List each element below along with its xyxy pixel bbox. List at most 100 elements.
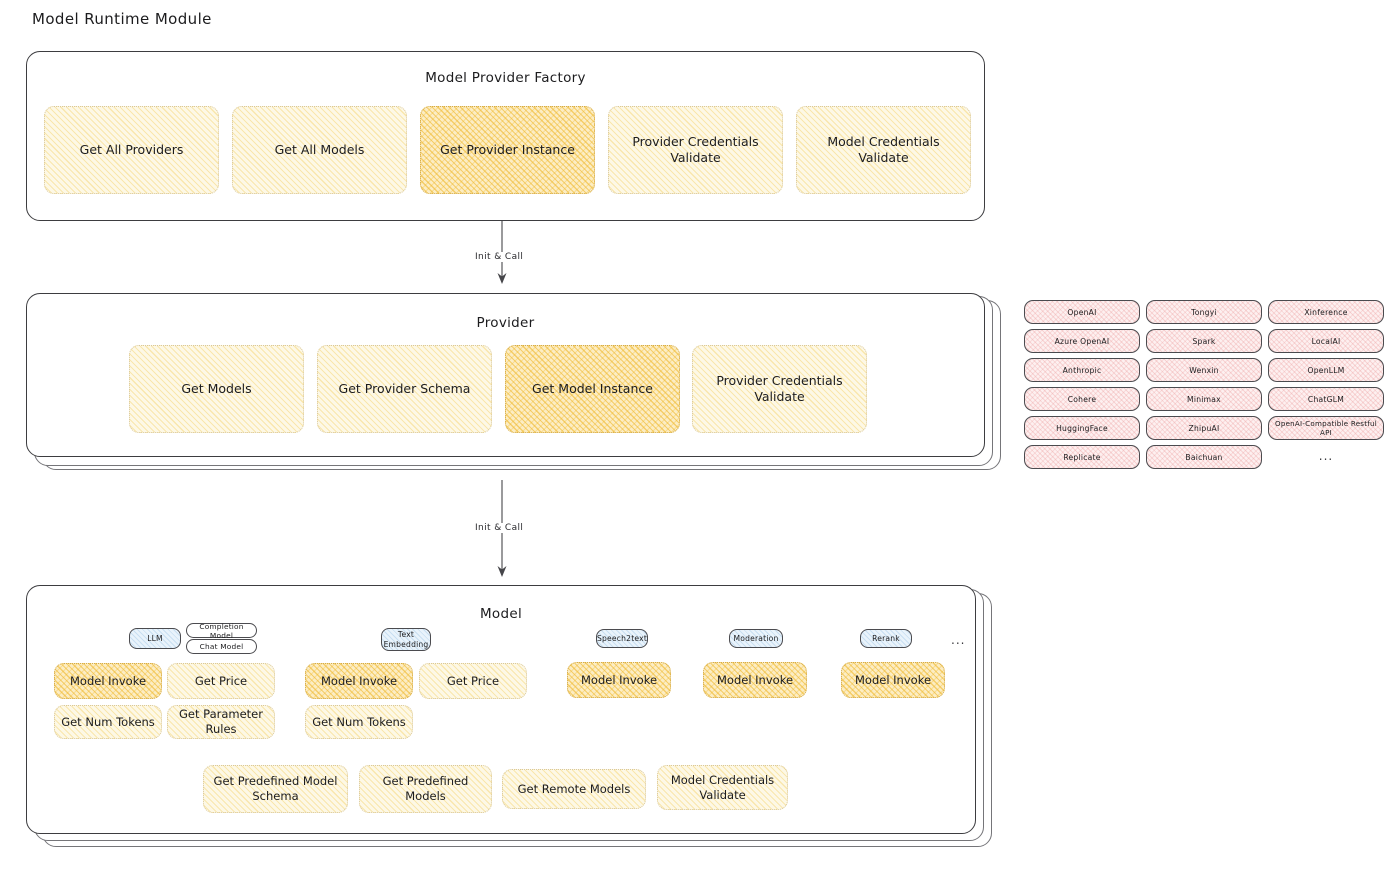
- provider-pill-replicate[interactable]: Replicate: [1024, 445, 1140, 469]
- provider-pill-cohere[interactable]: Cohere: [1024, 387, 1140, 411]
- pill-label: OpenAI-Compatible Restful API: [1274, 419, 1377, 437]
- provider-pill-huggingface[interactable]: HuggingFace: [1024, 416, 1140, 440]
- node-label: Get Remote Models: [517, 781, 631, 796]
- provider-node-get-models[interactable]: Get Models: [129, 345, 304, 433]
- factory-node-get-provider-instance[interactable]: Get Provider Instance: [420, 106, 595, 194]
- badge-label: Moderation: [733, 633, 779, 643]
- node-label: Get Num Tokens: [312, 714, 406, 729]
- provider-node-get-model-instance[interactable]: Get Model Instance: [505, 345, 680, 433]
- node-label: Model Invoke: [716, 672, 794, 687]
- provider-pill-localai[interactable]: LocalAI: [1268, 329, 1384, 353]
- pill-label: Cohere: [1067, 394, 1097, 404]
- text-embedding-node-get-price[interactable]: Get Price: [419, 663, 527, 699]
- provider-list: OpenAI Azure OpenAI Anthropic Cohere Hug…: [1024, 300, 1384, 475]
- pill-label: OpenLLM: [1307, 365, 1345, 375]
- model-type-badge-rerank[interactable]: Rerank: [860, 629, 912, 648]
- badge-label: Completion Model: [199, 621, 244, 640]
- model-type-badge-llm[interactable]: LLM: [129, 628, 181, 649]
- page-title: Model Runtime Module: [32, 10, 212, 28]
- node-label: Get Model Instance: [532, 381, 653, 396]
- factory-node-model-credentials-validate[interactable]: Model Credentials Validate: [796, 106, 971, 194]
- llm-node-get-parameter-rules[interactable]: Get Parameter Rules: [167, 705, 275, 739]
- llm-node-get-price[interactable]: Get Price: [167, 663, 275, 699]
- model-title: Model: [479, 606, 523, 622]
- node-label: Get Provider Instance: [440, 142, 575, 157]
- node-label: Provider Credentials Validate: [632, 134, 759, 165]
- provider-pill-zhipuai[interactable]: ZhipuAI: [1146, 416, 1262, 440]
- provider-pill-openai[interactable]: OpenAI: [1024, 300, 1140, 324]
- provider-list-ellipsis: ...: [1318, 449, 1334, 463]
- provider-pill-tongyi[interactable]: Tongyi: [1146, 300, 1262, 324]
- factory-node-get-all-models[interactable]: Get All Models: [232, 106, 407, 194]
- pill-label: HuggingFace: [1056, 423, 1108, 433]
- node-label: Get Num Tokens: [61, 714, 155, 729]
- model-shared-node-get-remote-models[interactable]: Get Remote Models: [502, 769, 646, 809]
- provider-pill-openllm[interactable]: OpenLLM: [1268, 358, 1384, 382]
- node-label: Get All Models: [274, 142, 365, 157]
- provider-pill-baichuan[interactable]: Baichuan: [1146, 445, 1262, 469]
- factory-node-get-all-providers[interactable]: Get All Providers: [44, 106, 219, 194]
- badge-label: LLM: [147, 633, 163, 643]
- node-label: Get Price: [194, 673, 248, 688]
- badge-label: Text Embedding: [383, 630, 429, 649]
- llm-node-model-invoke[interactable]: Model Invoke: [54, 663, 162, 699]
- pill-label: LocalAI: [1311, 336, 1341, 346]
- pill-label: Replicate: [1063, 452, 1101, 462]
- node-label: Get Parameter Rules: [179, 707, 263, 736]
- provider-pill-azure-openai[interactable]: Azure OpenAI: [1024, 329, 1140, 353]
- pill-label: Baichuan: [1185, 452, 1223, 462]
- pill-label: Tongyi: [1191, 307, 1217, 317]
- provider-pill-spark[interactable]: Spark: [1146, 329, 1262, 353]
- pill-label: Spark: [1192, 336, 1216, 346]
- pill-label: ChatGLM: [1307, 394, 1345, 404]
- pill-label: Xinference: [1304, 307, 1348, 317]
- model-shared-node-model-credentials-validate[interactable]: Model Credentials Validate: [657, 765, 788, 810]
- node-label: Model Invoke: [69, 673, 147, 688]
- model-shared-node-get-predefined-models[interactable]: Get Predefined Models: [359, 765, 492, 813]
- pill-label: Anthropic: [1062, 365, 1102, 375]
- pill-label: Azure OpenAI: [1054, 336, 1110, 346]
- model-type-badge-speech2text[interactable]: Speech2text: [596, 629, 648, 648]
- model-subtype-badge-completion-model[interactable]: Completion Model: [186, 621, 257, 640]
- node-label: Model Credentials Validate: [827, 134, 940, 165]
- node-label: Get Predefined Models: [382, 774, 469, 803]
- speech2text-node-model-invoke[interactable]: Model Invoke: [567, 662, 671, 698]
- model-types-ellipsis: ...: [951, 633, 966, 647]
- node-label: Get Predefined Model Schema: [213, 774, 338, 803]
- pill-label: Minimax: [1187, 394, 1221, 404]
- node-label: Get All Providers: [79, 142, 184, 157]
- badge-label: Rerank: [872, 633, 900, 643]
- model-type-badge-text-embedding[interactable]: Text Embedding: [381, 628, 431, 651]
- text-embedding-node-model-invoke[interactable]: Model Invoke: [305, 663, 413, 699]
- model-shared-node-get-predefined-model-schema[interactable]: Get Predefined Model Schema: [203, 765, 348, 813]
- provider-pill-wenxin[interactable]: Wenxin: [1146, 358, 1262, 382]
- text-embedding-node-get-num-tokens[interactable]: Get Num Tokens: [305, 705, 413, 739]
- provider-title: Provider: [476, 315, 535, 331]
- node-label: Model Credentials Validate: [670, 772, 775, 802]
- model-subtype-badge-chat-model[interactable]: Chat Model: [186, 639, 257, 654]
- model-type-badge-moderation[interactable]: Moderation: [729, 629, 783, 648]
- pill-label: ZhipuAI: [1188, 423, 1220, 433]
- provider-pill-chatglm[interactable]: ChatGLM: [1268, 387, 1384, 411]
- factory-title: Model Provider Factory: [425, 70, 586, 86]
- node-label: Model Invoke: [580, 672, 658, 687]
- edge-label-init-call-2: Init & Call: [472, 523, 527, 533]
- node-label: Model Invoke: [320, 673, 398, 688]
- rerank-node-model-invoke[interactable]: Model Invoke: [841, 662, 945, 698]
- provider-pill-xinference[interactable]: Xinference: [1268, 300, 1384, 324]
- factory-node-provider-credentials-validate[interactable]: Provider Credentials Validate: [608, 106, 783, 194]
- pill-label: OpenAI: [1067, 307, 1097, 317]
- badge-label: Speech2text: [597, 633, 647, 643]
- provider-pill-anthropic[interactable]: Anthropic: [1024, 358, 1140, 382]
- node-label: Get Provider Schema: [338, 381, 471, 396]
- node-label: Model Invoke: [854, 672, 932, 687]
- provider-node-get-provider-schema[interactable]: Get Provider Schema: [317, 345, 492, 433]
- edge-label-init-call-1: Init & Call: [472, 252, 527, 262]
- moderation-node-model-invoke[interactable]: Model Invoke: [703, 662, 807, 698]
- provider-pill-minimax[interactable]: Minimax: [1146, 387, 1262, 411]
- provider-pill-openai-compatible-restful-api[interactable]: OpenAI-Compatible Restful API: [1268, 416, 1384, 440]
- provider-node-provider-credentials-validate[interactable]: Provider Credentials Validate: [692, 345, 867, 433]
- llm-node-get-num-tokens[interactable]: Get Num Tokens: [54, 705, 162, 739]
- node-label: Provider Credentials Validate: [716, 373, 843, 404]
